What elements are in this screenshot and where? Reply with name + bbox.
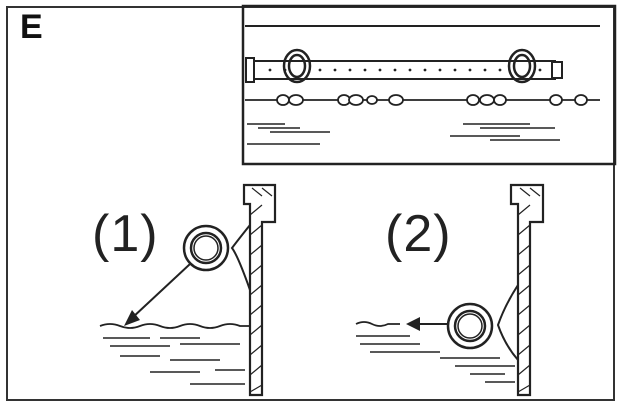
step1-buoy [182,224,230,272]
inset-frame [241,4,617,166]
step2-dock-wall [509,183,545,397]
step2-water-lines [356,335,515,383]
step2-buoy [446,302,494,350]
step1-diagram [99,183,277,397]
step-1-label: (1) [92,205,159,263]
step2-wall-hatching [517,187,541,393]
step-2-label: (2) [385,205,452,263]
overhead-inset [241,4,617,166]
step1-arrow [124,263,191,326]
step2-arrow [406,317,447,331]
inset-water [247,123,560,145]
step2-water-surface [355,321,400,327]
float-line [245,94,600,106]
pipe-clamp-right [507,48,537,84]
step1-dock-wall [242,183,277,397]
step1-water-lines [103,337,245,385]
step1-water-surface [99,323,250,329]
step1-wall-hatching [249,187,273,393]
fender-pipe [245,57,563,83]
step2-bracket [496,284,519,361]
panel-label: E [20,8,43,46]
pipe-holes [268,68,542,72]
step2-diagram [355,183,545,397]
step1-bracket [230,224,251,291]
pipe-clamp-left [282,48,312,84]
